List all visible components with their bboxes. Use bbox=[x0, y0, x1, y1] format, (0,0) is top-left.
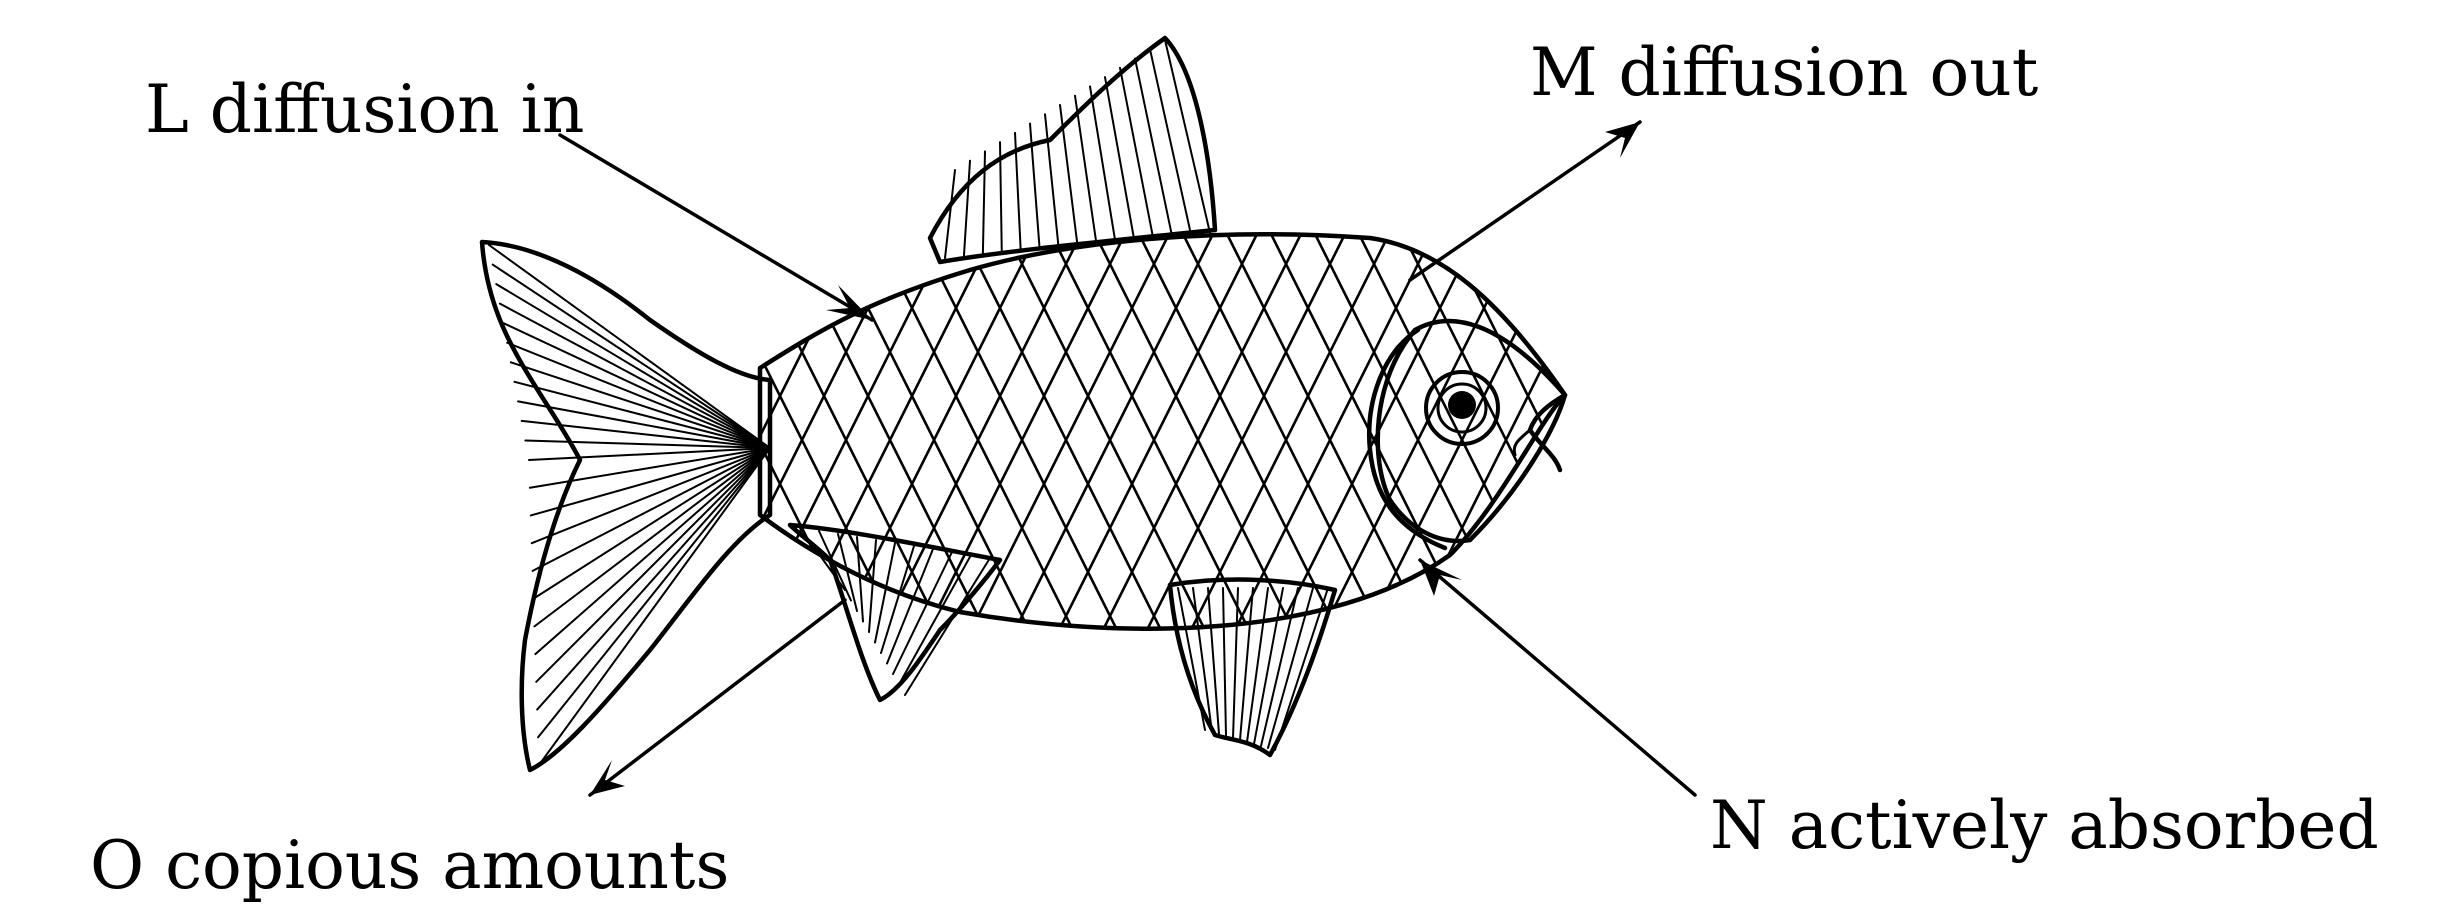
pointer-O bbox=[590, 600, 845, 795]
dorsal-fin bbox=[930, 38, 1215, 262]
label-N: N actively absorbed bbox=[1710, 787, 2379, 864]
pointer-L bbox=[560, 135, 872, 320]
anal-fin bbox=[1170, 580, 1335, 755]
eye bbox=[1426, 372, 1498, 444]
fish-drawing bbox=[482, 38, 1880, 770]
pointer-M bbox=[1410, 122, 1640, 280]
label-L: L diffusion in bbox=[145, 71, 584, 148]
label-M: M diffusion out bbox=[1530, 34, 2038, 111]
label-O: O copious amounts bbox=[90, 827, 729, 904]
pointer-N bbox=[1420, 560, 1695, 795]
fish-body bbox=[560, 220, 1880, 660]
